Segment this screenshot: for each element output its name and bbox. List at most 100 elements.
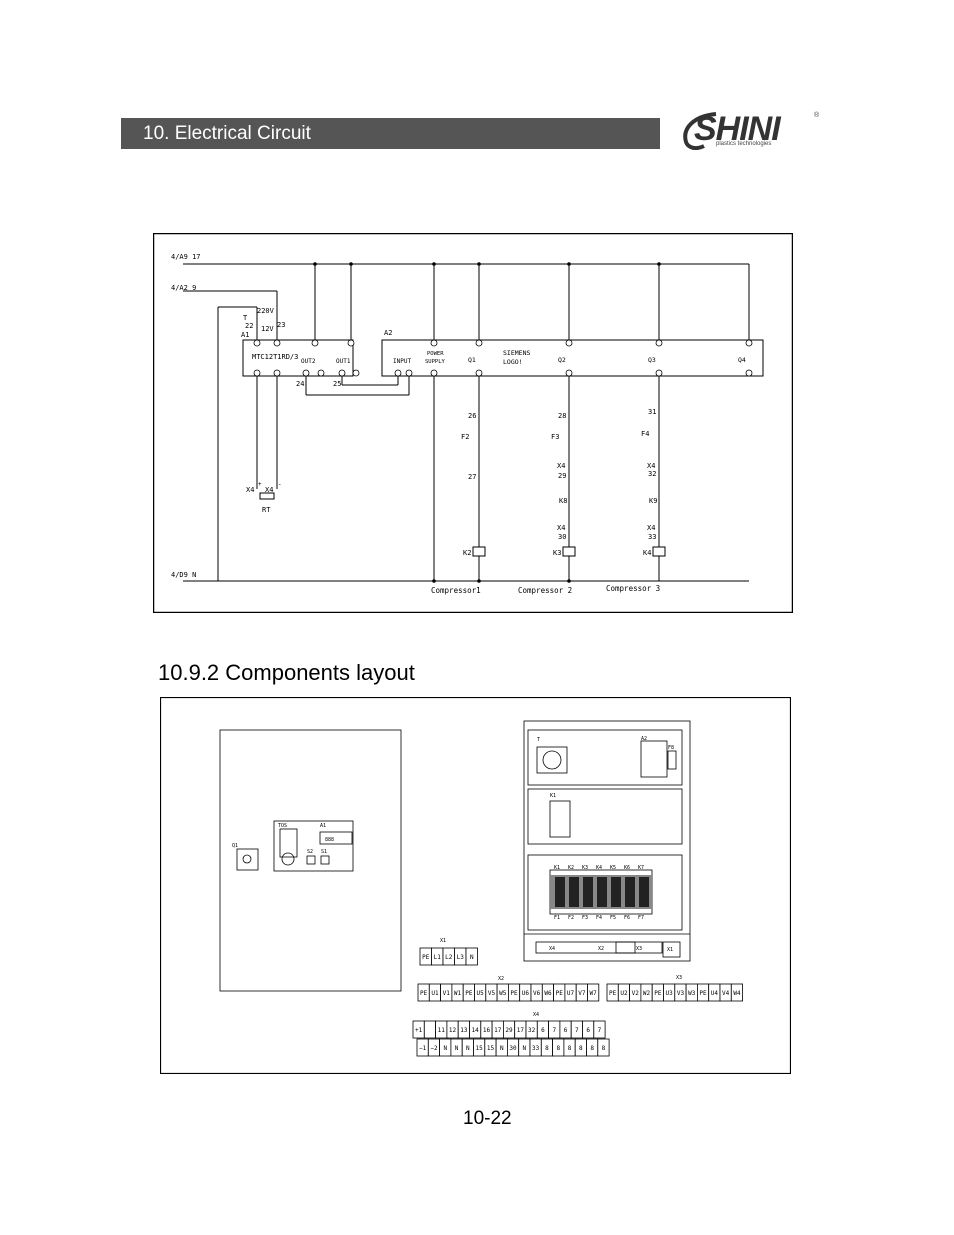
branch3-caption: Compressor 3 (606, 584, 660, 593)
x2-terminal-cell-label: V5 (488, 990, 496, 997)
branch2-caption: Compressor 2 (518, 586, 572, 595)
x4-top-terminal-cell-label: 16 (483, 1027, 491, 1034)
x4-bottom-terminal-cell-label: −2 (430, 1045, 438, 1052)
x3-terminal-cell-label: W3 (688, 990, 696, 997)
wire-label-top2: 4/A2 9 (171, 284, 196, 292)
controller-out1: OUT1 (336, 358, 351, 365)
x1-terminal-cell-label: N (470, 954, 474, 961)
x3-terminal-cell-label: W2 (643, 990, 651, 997)
wire-25: 25 (333, 380, 341, 388)
fuse-f5: F5 (610, 915, 616, 921)
x1-terminal-cell (465, 947, 478, 966)
door-tos-label: TOS (278, 823, 287, 829)
x1-terminal-cell-label: L3 (457, 954, 465, 961)
relay-k2: K2 (568, 865, 574, 871)
logo-model: LOGO! (503, 358, 523, 366)
relay-k5: K5 (610, 865, 616, 871)
controller-out2: OUT2 (301, 358, 316, 365)
x3-terminal-cell-label: PE (699, 990, 707, 997)
cabinet-a2-label: A2 (641, 736, 647, 742)
x2-terminal-cell-label: W7 (590, 990, 598, 997)
fuse-f1: F1 (554, 915, 560, 921)
fuse-f2: F2 (568, 915, 574, 921)
x4-bottom-terminal-cell-label: 8 (556, 1045, 560, 1052)
output-q1: Q1 (468, 356, 476, 364)
x4-top-terminal-cell-label: 7 (552, 1027, 556, 1034)
x2-terminal-cell-label: W6 (544, 990, 552, 997)
sensor-terminal-a: X4 (246, 486, 254, 494)
x2-terminal-cell-label: PE (465, 990, 473, 997)
logo-input-label: INPUT (393, 358, 411, 365)
wire-label-neutral: 4/D9 N (171, 571, 196, 579)
x4-bottom-terminal-cell-label: 33 (532, 1045, 540, 1052)
x4-bottom-terminal-cell-label: 30 (509, 1045, 517, 1052)
strip-x1-label: X1 (440, 938, 446, 944)
x2-terminal-cell-label: U6 (522, 990, 530, 997)
page-number: 10-22 (463, 1108, 512, 1129)
door-s2-label: S2 (307, 849, 313, 855)
x4-bottom-terminal-cell-label: N (455, 1045, 459, 1052)
logo-swoosh-icon (683, 112, 717, 150)
x3-terminal-cell-label: U3 (666, 990, 674, 997)
branch2-terminal2: X4 (557, 524, 565, 532)
rail-x1: X1 (667, 947, 673, 953)
branch2-fuse: F3 (551, 433, 559, 441)
x3-terminal-cell-label: V3 (677, 990, 685, 997)
branch2-terminal1: X4 (557, 462, 565, 470)
branch3-terminal1: X4 (647, 462, 655, 470)
x4-top-terminal-cell-label: 17 (517, 1027, 525, 1034)
logo-brand: SIEMENS (503, 349, 530, 357)
x4-top-terminal-cell-label: 14 (472, 1027, 480, 1034)
logo-registered-mark: ® (814, 112, 820, 119)
fuse-f4: F4 (596, 915, 602, 921)
x2-terminal-cell (587, 983, 600, 1002)
rail-x4: X4 (549, 946, 555, 952)
controller-tag: A1 (241, 331, 249, 339)
x2-terminal-cell-label: W1 (454, 990, 462, 997)
x4-top-terminal-cell-label: 32 (528, 1027, 536, 1034)
sensor-terminal-b: X4 (265, 486, 273, 494)
x4-bottom-terminal-cell-label: N (466, 1045, 470, 1052)
transformer-tag: T (243, 314, 248, 322)
logo-power-label: POWER (427, 351, 444, 357)
components-layout-title: 10.9.2 Components layout (158, 660, 415, 685)
relay-k4: K4 (596, 865, 602, 871)
relay-module-row (549, 869, 653, 915)
x3-terminal-cell-label: V2 (632, 990, 640, 997)
x4-top-terminal-cell-label: 29 (505, 1027, 513, 1034)
x4-top-terminal-cell-label: 6 (541, 1027, 545, 1034)
x4-bottom-terminal-cell-label: N (500, 1045, 504, 1052)
branch1-wire-27: 27 (468, 473, 476, 481)
branch2-wire-28: 28 (558, 412, 566, 420)
x4-top-terminal-cell-label: 7 (598, 1027, 602, 1034)
branch3-terminal2: X4 (647, 524, 655, 532)
branch3-wire-32: 32 (648, 470, 656, 478)
logo-module-tag: A2 (384, 329, 392, 337)
transformer-secondary: 12V (261, 325, 274, 333)
cabinet-panel (523, 720, 691, 962)
output-q3: Q3 (648, 356, 656, 364)
output-q2: Q2 (558, 356, 566, 364)
branch1-coil: K2 (463, 549, 471, 557)
relay-k6: K6 (624, 865, 630, 871)
sensor-plus: + (258, 481, 262, 488)
strip-x2-label: X2 (498, 976, 504, 982)
sensor-rt-label: RT (262, 506, 271, 514)
transformer-pin-left: 22 (245, 322, 253, 330)
x3-terminal-cell-label: U2 (620, 990, 628, 997)
branch3-wire-31: 31 (648, 408, 656, 416)
x3-terminal-cell (730, 983, 743, 1002)
x2-terminal-cell-label: PE (510, 990, 518, 997)
x3-terminal-cell-label: V4 (722, 990, 730, 997)
logo-tagline: plastics technologies (716, 141, 772, 147)
x4-top-terminal-cell (423, 1020, 436, 1039)
branch1-fuse: F2 (461, 433, 469, 441)
x4-bottom-terminal-cell-label: 8 (579, 1045, 583, 1052)
branch2-wire-30: 30 (558, 533, 566, 541)
door-panel (219, 729, 402, 992)
branch2-relay: K8 (559, 497, 567, 505)
